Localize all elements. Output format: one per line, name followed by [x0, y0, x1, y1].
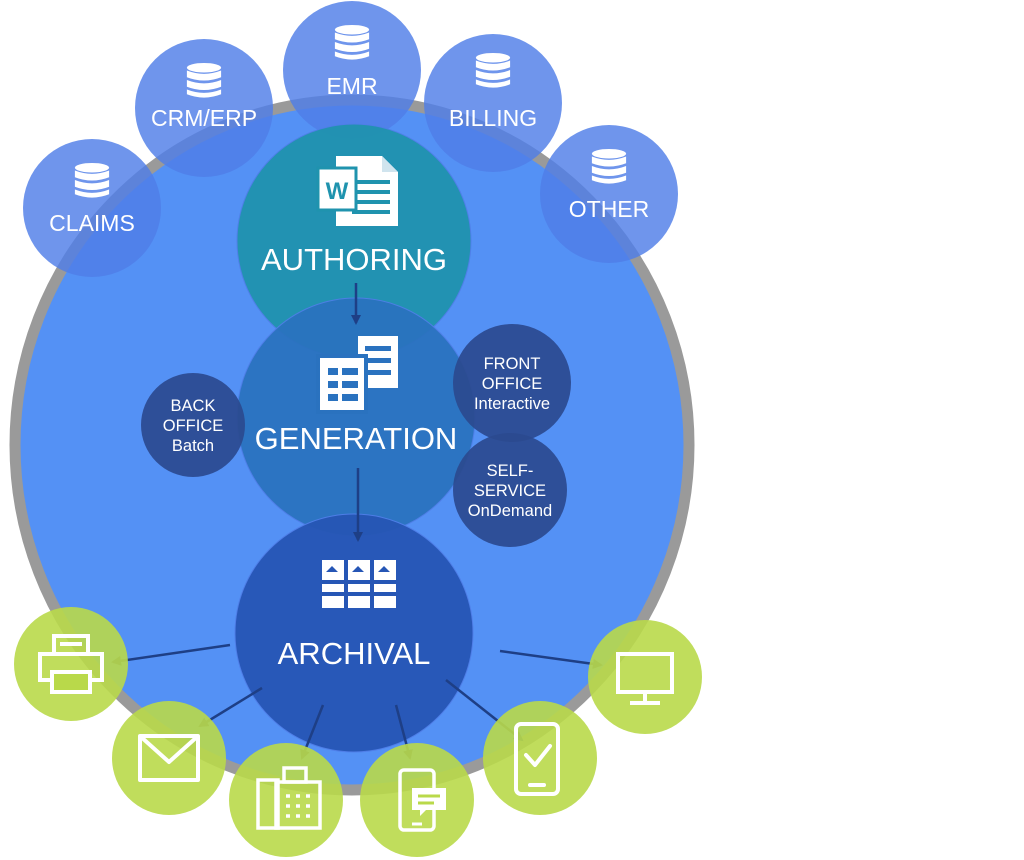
- mobile-check-icon: [514, 722, 560, 796]
- front-office-line: FRONT: [484, 355, 541, 373]
- monitor-icon: [616, 652, 674, 705]
- source-label: OTHER: [569, 196, 650, 222]
- phone-message-icon: [398, 768, 446, 832]
- self-service-line: SERVICE: [474, 482, 546, 500]
- envelope-icon: [138, 734, 200, 782]
- back-office-line: Batch: [172, 437, 214, 455]
- word-document-icon: W: [316, 156, 398, 226]
- source-emr[interactable]: EMR: [283, 1, 421, 139]
- output-bubble: [112, 701, 226, 815]
- source-crm-erp[interactable]: CRM/ERP: [135, 39, 273, 177]
- source-bubble: [424, 34, 562, 172]
- back-office-line: BACK: [171, 397, 216, 415]
- arrow-to-web: [499, 649, 603, 669]
- source-claims[interactable]: CLAIMS: [23, 139, 161, 277]
- source-bubble: [283, 1, 421, 139]
- output-email[interactable]: [112, 701, 226, 815]
- source-billing[interactable]: BILLING: [424, 34, 562, 172]
- source-bubble: [23, 139, 161, 277]
- source-bubble: [135, 39, 273, 177]
- output-bubble: [229, 743, 343, 857]
- archival-circle: [234, 513, 474, 753]
- output-mobile[interactable]: [483, 701, 597, 815]
- output-sms[interactable]: [360, 743, 474, 857]
- self-service-bubble: [453, 433, 567, 547]
- generation-circle: [236, 297, 476, 537]
- source-label: BILLING: [449, 105, 537, 131]
- output-bubble: [14, 607, 128, 721]
- mode-back-office[interactable]: BACK OFFICE Batch: [141, 373, 245, 477]
- documents-icon: [316, 336, 398, 414]
- output-print[interactable]: [14, 607, 128, 721]
- self-service-line: SELF-: [487, 462, 534, 480]
- back-office-bubble: [141, 373, 245, 477]
- mode-self-service[interactable]: SELF- SERVICE OnDemand: [453, 433, 567, 547]
- source-bubble: [540, 125, 678, 263]
- archive-icon: [322, 560, 396, 608]
- source-other[interactable]: OTHER: [540, 125, 678, 263]
- mode-front-office[interactable]: FRONT OFFICE Interactive: [453, 324, 571, 442]
- archival-label: ARCHIVAL: [278, 636, 431, 671]
- stage-authoring[interactable]: W AUTHORING: [236, 123, 472, 359]
- printer-icon: [38, 634, 104, 694]
- svg-text:W: W: [326, 178, 349, 205]
- source-label: CRM/ERP: [151, 105, 257, 131]
- generation-label: GENERATION: [255, 421, 458, 456]
- output-fax[interactable]: [229, 743, 343, 857]
- front-office-line: OFFICE: [482, 375, 543, 393]
- stage-archival[interactable]: ARCHIVAL: [234, 513, 474, 753]
- stage-generation[interactable]: GENERATION: [236, 297, 476, 537]
- front-office-line: Interactive: [474, 395, 550, 413]
- fax-icon: [256, 766, 322, 830]
- output-web[interactable]: [588, 620, 702, 734]
- authoring-label: AUTHORING: [261, 242, 447, 277]
- output-bubble: [588, 620, 702, 734]
- source-label: EMR: [326, 73, 377, 99]
- source-label: CLAIMS: [49, 210, 135, 236]
- back-office-line: OFFICE: [163, 417, 224, 435]
- arrow-to-print: [111, 643, 231, 666]
- front-office-bubble: [453, 324, 571, 442]
- self-service-line: OnDemand: [468, 502, 552, 520]
